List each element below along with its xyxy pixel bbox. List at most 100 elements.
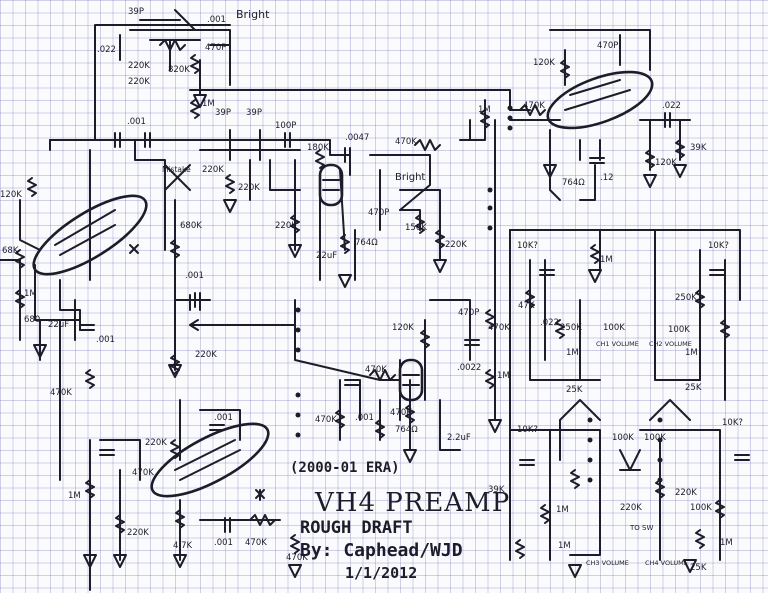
label-220k-b: 220K [128, 77, 150, 87]
label-25k-c: 25K [690, 563, 707, 573]
label-25k-b: 25K [685, 383, 702, 393]
label-764-a: 764Ω [355, 238, 378, 248]
label-220k-a: 220K [128, 61, 150, 71]
label-10k-c: 10K? [517, 425, 538, 435]
label-220k-i: 220K [620, 503, 642, 513]
title: VH4 PREAMP [315, 488, 511, 518]
label-22uf-a: 22uF [48, 320, 69, 330]
label-001-c: .001 [185, 271, 204, 281]
label-250k-b: 250K [675, 293, 697, 303]
label-0047: .0047 [345, 133, 369, 143]
label-470p-top-right: 470P [597, 41, 618, 51]
label-1m-d: 1M [600, 255, 613, 265]
label-001-a: .001 [96, 335, 115, 345]
label-764-b: 764Ω [562, 178, 585, 188]
label-39k-a: 39K [690, 143, 707, 153]
label-100k-e: 100K [690, 503, 712, 513]
label-120k-d: 120K [392, 323, 414, 333]
label-100p: 100P [275, 121, 296, 131]
label-39p: 39P [128, 7, 144, 17]
label-ch3-volume: CH3 VOLUME [586, 559, 629, 567]
label-022-a: .022 [540, 318, 559, 328]
label-001-f: .001 [214, 538, 233, 548]
label-22uf-b: 22uF [316, 251, 337, 261]
label-764-c: 764Ω [395, 425, 418, 435]
label-180k: 180K [307, 143, 329, 153]
wiring [0, 9, 741, 591]
label-022-tr: .022 [662, 101, 681, 111]
label-1m-i: 1M [556, 505, 569, 515]
label-1m-b: 1M [24, 289, 37, 299]
label-220k-c: 220K [202, 165, 224, 175]
label-39k-b: 39K [488, 485, 505, 495]
label-680-a: 680 [24, 315, 40, 325]
label-250k-a: 250K [560, 323, 582, 333]
label-ch1-volume: CH1 VOLUME [596, 340, 639, 348]
switch-contacts [295, 105, 663, 483]
resistor-symbols [15, 39, 730, 559]
label-470k-e: 470K [365, 365, 387, 375]
label-0022: .0022 [457, 363, 481, 373]
label-470k-d: 470K [488, 323, 510, 333]
label-100k-b: 100K [668, 325, 690, 335]
label-001-b: .001 [127, 117, 146, 127]
label-150k: 150K [405, 223, 427, 233]
date: 1/1/2012 [345, 564, 418, 582]
label-to-sw: TO SW [629, 524, 653, 532]
label-1m-a: 1M [202, 99, 215, 109]
label-100k-d: 100K [644, 433, 666, 443]
label-4-7k: 4.7K [173, 541, 193, 551]
label-1m-f: 1M [68, 491, 81, 501]
vacuum-tubes [32, 70, 654, 499]
label-68k: 68K [2, 246, 19, 256]
label-220k-g2: 220K [445, 240, 467, 250]
label-10k-b: 10K? [708, 241, 729, 251]
label-470k-h: 470K [132, 468, 154, 478]
label-470k-f: 470K [315, 415, 337, 425]
label-47k: 47K [518, 301, 535, 311]
label-470k-j: 470K [286, 553, 308, 563]
label-ch4-volume: CH4 VOLUME [645, 559, 688, 567]
era-note: (2000-01 ERA) [290, 460, 400, 476]
capacitor-symbols [79, 112, 750, 533]
label-mistake: Mistake [162, 165, 191, 174]
component-labels: 39P .001 Bright .022 470P 220K 820K 220K… [0, 7, 743, 573]
label-100k-c: 100K [612, 433, 634, 443]
label-100k-a: 100K [603, 323, 625, 333]
author-credit: By: Caphead/WJD [300, 540, 463, 561]
label-39p-mid: 39P [215, 108, 231, 118]
label-470p-b: 470P [458, 308, 479, 318]
label-001-d: .001 [355, 413, 374, 423]
label-39p-mid2: 39P [246, 108, 262, 118]
label-470p-a: 470P [368, 208, 389, 218]
label-470k-g: 470K [390, 408, 412, 418]
label-1m-j: 1M [720, 538, 733, 548]
label-220k-h: 220K [127, 528, 149, 538]
label-10k-a: 10K? [517, 241, 538, 251]
label-10k-d: 10K? [722, 418, 743, 428]
label-ch2-volume: CH2 VOLUME [649, 340, 692, 348]
ground-symbols [33, 94, 697, 578]
label-001-top: .001 [207, 15, 226, 25]
subtitle: ROUGH DRAFT [300, 518, 413, 538]
label-220k-d: 220K [238, 183, 260, 193]
label-680k: 680K [180, 221, 202, 231]
label-470k-i: 470K [245, 538, 267, 548]
label-25k-a: 25K [566, 385, 583, 395]
label-12: .12 [600, 173, 614, 183]
label-470k-a: 470K [395, 137, 417, 147]
label-220k-e: 220K [195, 350, 217, 360]
label-820k: 820K [168, 65, 190, 75]
label-470k-c: 470K [523, 101, 545, 111]
label-220k-g: 220K [145, 438, 167, 448]
label-120k-a: 120K [0, 190, 22, 200]
label-1m-i2: 1M [558, 541, 571, 551]
label-1m-g: 1M [566, 348, 579, 358]
label-1m-c: 1M [478, 105, 491, 115]
label-1m-e: 1M [497, 371, 510, 381]
label-22uf-c: 2.2uF [447, 433, 471, 443]
label-470p-top: 470P [205, 43, 226, 53]
label-220k-j: 220K [675, 488, 697, 498]
